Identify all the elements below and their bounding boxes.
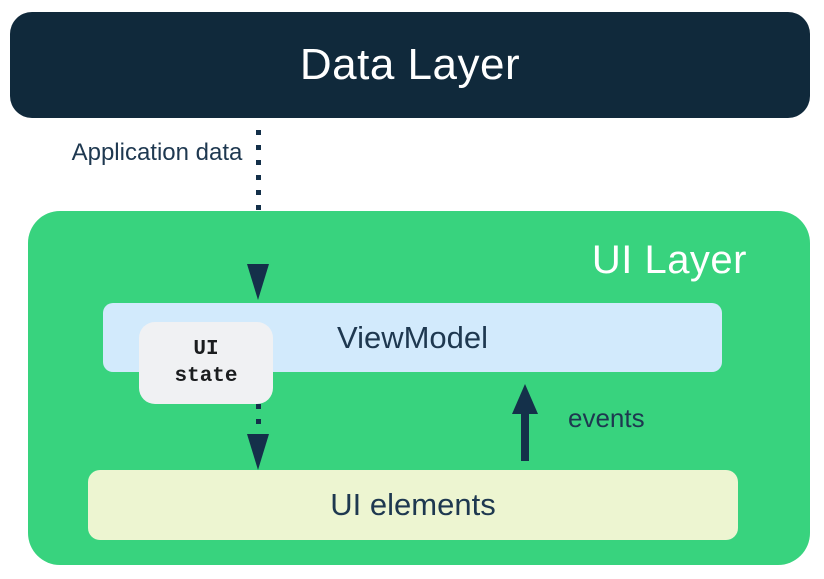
ui-elements-box: UI elements: [88, 470, 738, 540]
dotted-arrow-down-icon: [256, 130, 261, 264]
solid-arrow-up-shaft: [521, 410, 529, 461]
arrowhead-down-icon: [247, 264, 269, 300]
application-data-label: Application data: [71, 139, 243, 166]
data-layer-label: Data Layer: [299, 40, 521, 89]
ui-layer-label: UI Layer: [591, 238, 747, 282]
ui-elements-label: UI elements: [330, 487, 496, 522]
viewmodel-label: ViewModel: [336, 319, 489, 355]
ui-state-badge: UI state: [139, 322, 273, 404]
dotted-arrow-down-icon: [256, 404, 261, 436]
arrowhead-down-icon: [247, 434, 269, 470]
data-layer-box: Data Layer: [10, 12, 810, 118]
ui-state-label: UI state: [174, 338, 238, 388]
events-label: events: [568, 403, 645, 433]
solid-arrow-up-icon: [512, 384, 538, 414]
